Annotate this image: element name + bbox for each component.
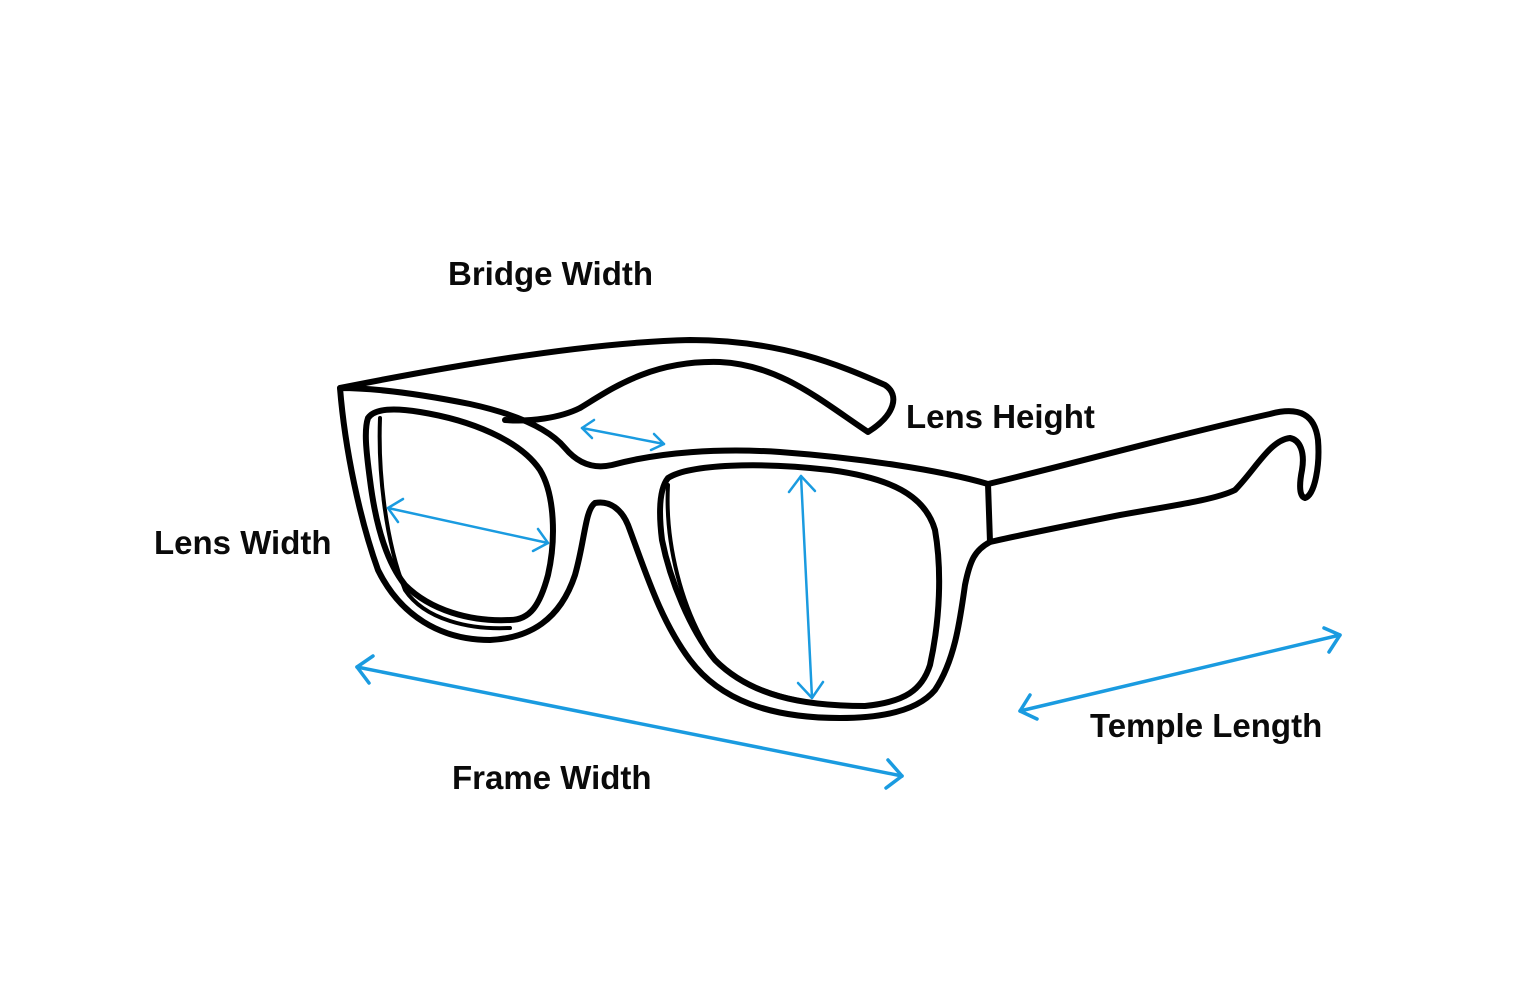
frame-width-arrowhead-right [884,758,904,790]
lens-width-arrowhead-left [386,497,405,524]
frame-width-label: Frame Width [452,759,652,796]
frame-width-arrow [355,654,904,790]
bridge-width-label: Bridge Width [448,255,654,292]
frame-front-outline [337,385,993,721]
left-lens-rim [362,406,556,624]
frame-width-arrow-shaft [355,665,904,778]
lens-height-arrow-shaft [799,474,814,700]
temple-length-arrow-shaft [1018,633,1342,713]
temple-length-arrow [1018,626,1342,721]
bridge-width-arrow [580,418,666,452]
lens-height-arrowhead-top [787,474,817,494]
left-lens-rim-inner [377,416,512,631]
bridge-width-arrow-shaft [580,426,666,446]
temple-length-arrowhead-right [1322,626,1342,654]
far-temple-arm [337,337,897,435]
lens-width-arrow-shaft [386,506,550,545]
bridge-width-arrowhead-left [580,418,596,440]
lens-width-label: Lens Width [154,524,332,561]
right-lens-rim-inner [665,483,867,708]
right-lens-rim [657,462,943,709]
lens-width-arrowhead-right [531,527,550,553]
bridge-width-arrowhead-right [649,432,666,452]
lens-height-label: Lens Height [906,398,1095,435]
measurement-arrows [355,418,1342,790]
lens-height-arrowhead-bottom [796,680,825,700]
temple-length-label: Temple Length [1090,707,1323,744]
temple-length-arrowhead-left [1018,693,1039,721]
glasses-illustration [337,337,1322,721]
lens-width-arrow [386,497,550,553]
lens-height-arrow [787,474,825,700]
near-temple-arm [985,408,1322,545]
frame-width-arrowhead-left [355,654,375,685]
